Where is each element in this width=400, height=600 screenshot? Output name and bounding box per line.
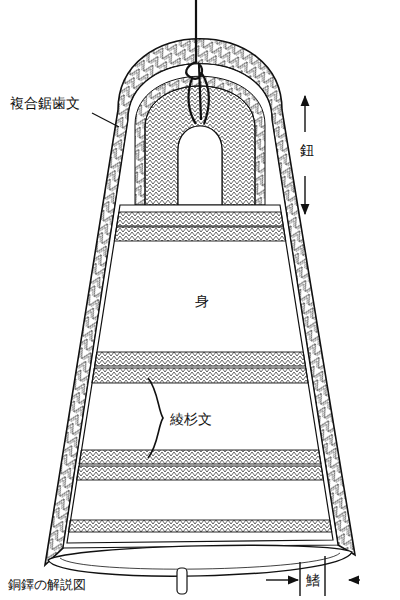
leader-bracket [148,378,163,458]
part-label: 身 [193,293,211,310]
dimension-arrow [304,176,305,214]
dimension-arrow [349,579,360,580]
figure-caption: 銅鐸の解説図 [6,577,88,593]
part-label: 鰭 [304,572,322,589]
extension-line [299,562,300,596]
part-label: 鈕 [298,143,316,158]
part-label: 綾杉文 [168,411,214,428]
herringbone-band [114,227,285,241]
part-label: 複合鋸歯文 [8,95,82,112]
herringbone-band [117,212,284,226]
herringbone-band [79,450,321,464]
herringbone-band [95,352,306,366]
herringbone-band [92,368,308,383]
herringbone-band [76,466,323,480]
bell-inner [63,64,338,548]
leader-line [92,113,119,127]
cord [186,0,209,124]
dimension-arrow [304,96,305,132]
loop-hole [178,126,222,205]
bell-mouth-inner [60,553,340,569]
herringbone-bands [68,212,331,532]
bell-body [67,205,333,543]
herringbone-band [68,520,331,532]
dimension-arrow [266,579,298,580]
clapper-rod [177,568,187,594]
extension-line [324,556,325,596]
